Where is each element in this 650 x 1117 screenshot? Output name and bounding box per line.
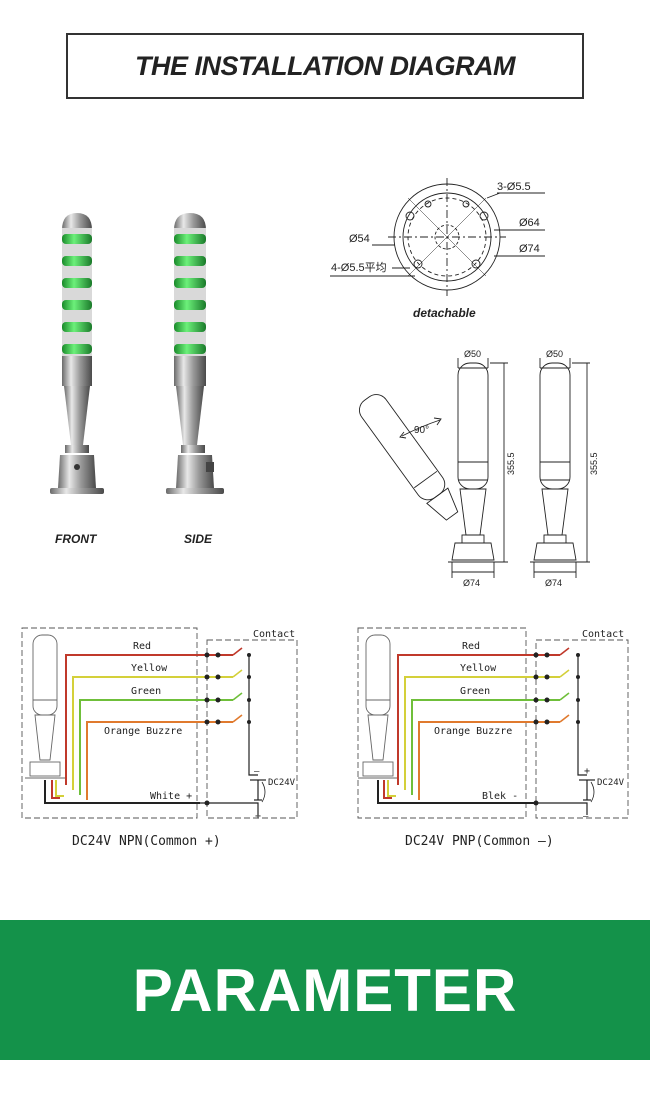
pnp-label-common: Blek -: [482, 791, 518, 802]
dim-height-left: 355.5: [506, 452, 516, 475]
flange-label-holes4: 4-Ø5.5平均: [331, 261, 387, 274]
dim-height-right: 355.5: [589, 452, 599, 475]
dim-base-left: Ø74: [463, 578, 480, 588]
flange-label-d74: Ø74: [519, 243, 540, 255]
pnp-label-orange: Orange Buzzre: [434, 726, 512, 737]
elevation-drawing: [359, 358, 590, 578]
npn-label-dc: DC24V: [268, 778, 296, 788]
npn-caption: DC24V NPN(Common +): [72, 834, 221, 849]
npn-label-yellow: Yellow: [131, 663, 168, 674]
tower-front: [50, 213, 104, 494]
side-view-label: SIDE: [184, 532, 213, 546]
flange-caption: detachable: [413, 306, 476, 320]
npn-label-red: Red: [133, 641, 151, 652]
pnp-caption: DC24V PNP(Common —): [405, 834, 554, 849]
page-title: THE INSTALLATION DIAGRAM: [135, 50, 515, 81]
flange-drawing: [330, 178, 545, 296]
dim-base-right: Ø74: [545, 578, 562, 588]
rotation-angle-label: 90°: [414, 425, 429, 436]
title-box: THE INSTALLATION DIAGRAM: [66, 33, 584, 99]
pnp-label-plus: +: [584, 766, 590, 777]
wiring-pnp: [357, 627, 629, 819]
pnp-label-dc: DC24V: [597, 778, 625, 788]
npn-label-minus: —: [254, 767, 260, 777]
npn-label-common: White +: [150, 791, 192, 802]
npn-label-plus: +: [255, 811, 261, 822]
pnp-label-red: Red: [462, 641, 480, 652]
pnp-label-yellow: Yellow: [460, 663, 497, 674]
flange-label-d64: Ø64: [519, 217, 540, 229]
wiring-npn: [21, 627, 298, 819]
pnp-label-green: Green: [460, 686, 490, 697]
parameter-banner: PARAMETER: [0, 920, 650, 1060]
front-view-label: FRONT: [55, 532, 97, 546]
pnp-label-minus: —: [583, 812, 589, 822]
npn-label-orange: Orange Buzzre: [104, 726, 182, 737]
flange-label-d54: Ø54: [349, 233, 370, 245]
flange-label-holes3: 3-Ø5.5: [497, 181, 531, 193]
tower-side: [166, 213, 224, 494]
dim-top-left: Ø50: [464, 349, 481, 359]
npn-label-green: Green: [131, 686, 161, 697]
parameter-heading: PARAMETER: [132, 956, 518, 1024]
dim-top-right: Ø50: [546, 349, 563, 359]
npn-label-contact: Contact: [253, 629, 295, 640]
pnp-label-contact: Contact: [582, 629, 624, 640]
